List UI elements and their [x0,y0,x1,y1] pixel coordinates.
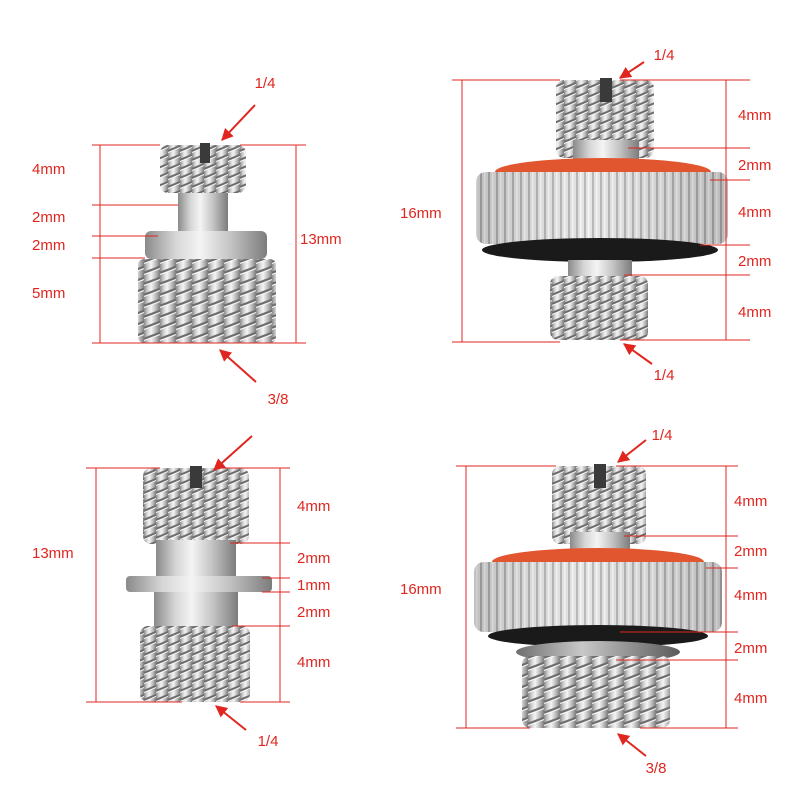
adapter-tl-bottom-thread-label: 3/8 [268,391,289,408]
adapter-br: 1/4 3/8 16mm 4mm 2mm 4mm 2mm 4mm [400,427,767,777]
adapter-br-segment-5: 4mm [734,690,767,707]
adapter-tr: 1/4 1/4 16mm 4mm 2mm 4mm 2mm 4mm [400,47,771,384]
adapter-br-top-thread-label: 1/4 [652,427,673,444]
adapter-tl-segment-3: 2mm [32,237,65,254]
adapter-tl-body [138,143,276,343]
adapter-tl-arrows [219,104,257,383]
adapter-bl-segment-3: 1mm [297,577,330,594]
adapter-br-dimension-lines [456,465,738,729]
adapter-br-segment-3: 4mm [734,587,767,604]
adapter-bl-body [126,466,272,702]
adapter-tr-segment-2: 2mm [738,157,771,174]
adapter-br-segment-4: 2mm [734,640,767,657]
adapter-tr-arrows [619,61,653,365]
adapter-tr-segment-4: 2mm [738,253,771,270]
adapter-bl-segment-4: 2mm [297,604,330,621]
adapter-tl-overall-label: 13mm [300,231,342,248]
adapter-tr-overall-label: 16mm [400,205,442,222]
adapter-bl-segment-5: 4mm [297,654,330,671]
adapter-bl-arrows [213,435,253,731]
adapter-br-body [474,464,722,728]
adapter-tl-top-thread-label: 1/4 [255,75,276,92]
adapter-tl-dimension-lines [92,144,306,344]
adapter-tl-segment-2: 2mm [32,209,65,226]
adapter-tr-segment-5: 4mm [738,304,771,321]
adapter-tr-body [476,78,728,340]
adapter-tr-segment-3: 4mm [738,204,771,221]
adapter-tl: 1/4 3/8 13mm 4mm 2mm 2mm 5mm [32,75,342,408]
adapter-br-overall-label: 16mm [400,581,442,598]
adapter-tr-segment-1: 4mm [738,107,771,124]
adapter-tl-segment-1: 4mm [32,161,65,178]
adapter-bl: 1/4 13mm 4mm 2mm 1mm 2mm 4mm [32,435,330,750]
adapter-br-arrows [617,439,647,757]
adapter-tr-top-thread-label: 1/4 [654,47,675,64]
adapter-bl-overall-label: 13mm [32,545,74,562]
adapter-bl-dimension-lines [86,467,290,703]
adapter-bl-segment-2: 2mm [297,550,330,567]
adapter-tr-dimension-lines [452,79,750,343]
adapter-br-segment-2: 2mm [734,543,767,560]
adapter-br-segment-1: 4mm [734,493,767,510]
adapter-bl-segment-1: 4mm [297,498,330,515]
adapter-bl-bottom-thread-label: 1/4 [258,733,279,750]
adapter-tr-bottom-thread-label: 1/4 [654,367,675,384]
adapter-br-bottom-thread-label: 3/8 [646,760,667,777]
adapter-tl-segment-4: 5mm [32,285,65,302]
